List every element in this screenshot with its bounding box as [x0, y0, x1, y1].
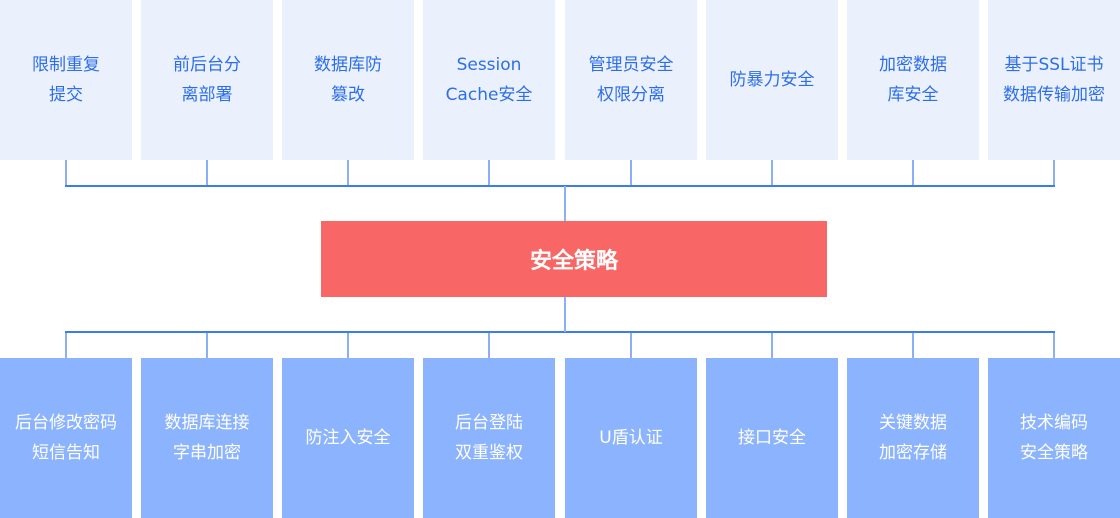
bottom-node-label: U盾认证 [599, 428, 663, 448]
connector-line [912, 160, 914, 186]
connector-line [347, 160, 349, 186]
top-node: 加密数据 库安全 [847, 0, 979, 160]
bottom-bus-line [65, 331, 1055, 333]
top-node: 防暴力安全 [706, 0, 838, 160]
stem-line [564, 186, 566, 221]
top-node: 基于SSL证书 数据传输加密 [988, 0, 1120, 160]
top-node: Session Cache安全 [423, 0, 555, 160]
top-node-label: 数据库防 篡改 [314, 55, 382, 105]
connector-line [630, 332, 632, 358]
connector-line [65, 160, 67, 186]
top-node: 前后台分 离部署 [141, 0, 273, 160]
top-node-label: 前后台分 离部署 [173, 55, 241, 105]
top-node-label: 管理员安全 权限分离 [588, 55, 674, 105]
top-node-label: 防暴力安全 [729, 70, 815, 90]
top-node-label: Session Cache安全 [445, 55, 533, 105]
connector-line [912, 332, 914, 358]
bottom-node: 关键数据 加密存储 [847, 358, 979, 518]
bottom-node: 数据库连接 字串加密 [141, 358, 273, 518]
connector-line [488, 160, 490, 186]
connector-line [1053, 332, 1055, 358]
bottom-node-label: 后台登陆 双重鉴权 [455, 413, 523, 463]
center-node: 安全策略 [321, 221, 827, 297]
top-node: 数据库防 篡改 [282, 0, 414, 160]
top-bus-line [65, 185, 1055, 187]
stem-line [564, 297, 566, 332]
top-node-label: 限制重复 提交 [32, 55, 100, 105]
bottom-node: 接口安全 [706, 358, 838, 518]
top-node: 管理员安全 权限分离 [565, 0, 697, 160]
bottom-node: 防注入安全 [282, 358, 414, 518]
top-node-label: 加密数据 库安全 [879, 55, 947, 105]
bottom-node-label: 防注入安全 [305, 428, 391, 448]
bottom-node: U盾认证 [565, 358, 697, 518]
bottom-node: 后台登陆 双重鉴权 [423, 358, 555, 518]
connector-line [488, 332, 490, 358]
bottom-node-label: 关键数据 加密存储 [879, 413, 947, 463]
connector-line [1053, 160, 1055, 186]
top-node-label: 基于SSL证书 数据传输加密 [1003, 55, 1105, 105]
connector-line [206, 332, 208, 358]
bottom-node-label: 接口安全 [738, 428, 806, 448]
bottom-node: 后台修改密码 短信告知 [0, 358, 132, 518]
bottom-node-label: 数据库连接 字串加密 [164, 413, 250, 463]
bottom-node-label: 技术编码 安全策略 [1020, 413, 1088, 463]
top-node: 限制重复 提交 [0, 0, 132, 160]
connector-line [771, 332, 773, 358]
connector-line [771, 160, 773, 186]
connector-line [347, 332, 349, 358]
connector-line [630, 160, 632, 186]
connector-line [206, 160, 208, 186]
bottom-node-label: 后台修改密码 短信告知 [15, 413, 117, 463]
bottom-node: 技术编码 安全策略 [988, 358, 1120, 518]
center-label: 安全策略 [529, 249, 618, 274]
connector-line [65, 332, 67, 358]
